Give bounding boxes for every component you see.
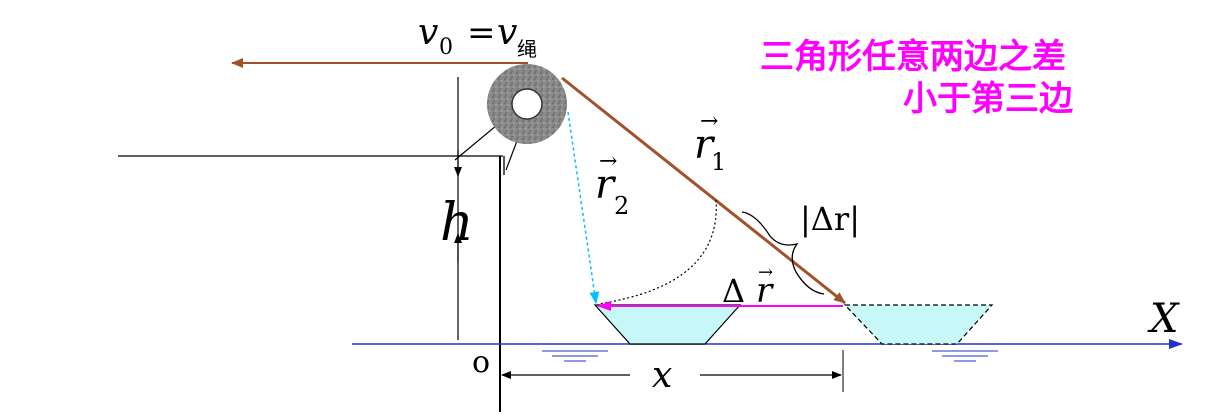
delta-r-vector-arrow: → [758, 262, 773, 283]
pulley-hole [511, 88, 543, 120]
v-rope-main: v [497, 12, 517, 53]
note-line-2: 小于第三边 [903, 79, 1073, 119]
v0-label: v 0 [418, 12, 453, 60]
origin-label: o [472, 345, 490, 380]
equals-sign: = [467, 13, 496, 53]
r2-main: r [595, 162, 617, 208]
v0-sub: 0 [439, 35, 453, 60]
r2-label: r 2 → [595, 149, 629, 220]
r2-sub: 2 [614, 192, 629, 220]
v0-main: v [418, 12, 438, 53]
delta-r-abs-label: |Δr| [800, 200, 860, 238]
r1-label: r 1 → [694, 109, 726, 176]
note-line-1: 三角形任意两边之差 [760, 37, 1066, 77]
v-rope-label: v 绳 [497, 12, 537, 61]
boat-right [843, 304, 994, 345]
water-ripple-left [542, 350, 608, 362]
delta-r-brace [741, 211, 825, 295]
r1-vector [561, 76, 846, 305]
r1-vector-arrow: → [700, 109, 718, 134]
swing-arc [597, 199, 717, 305]
r2-vector-arrow: → [599, 149, 617, 174]
boat-left [593, 304, 742, 345]
r1-sub: 1 [711, 148, 726, 176]
x-axis-label: X [1147, 296, 1180, 342]
r2-vector [567, 111, 600, 304]
delta-r-label: Δ r → [722, 262, 774, 311]
delta-r-delta: Δ [722, 272, 745, 310]
delta-r-main: r [756, 271, 774, 311]
x-distance-label: x [652, 355, 672, 396]
v-rope-sub: 绳 [517, 37, 537, 61]
h-label: h [440, 193, 474, 253]
water-ripple-right [932, 350, 998, 362]
r1-main: r [694, 122, 716, 168]
